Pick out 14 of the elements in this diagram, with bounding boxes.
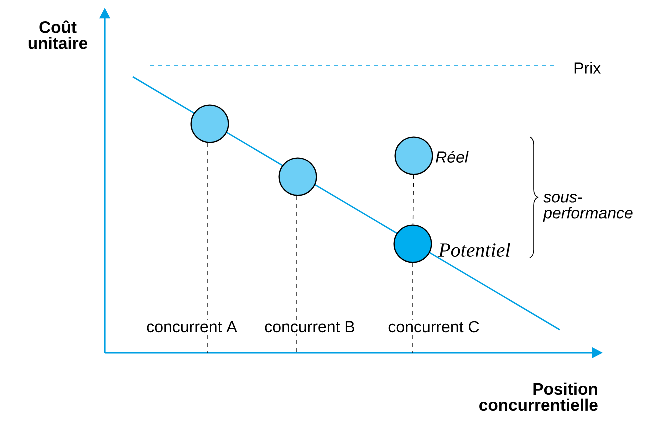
price-label: Prix [574,62,601,74]
point-label: Potentiel [438,242,510,258]
data-point [394,224,432,264]
data-point [278,158,318,196]
competitor-label: concurrent C [382,320,486,334]
point-label: Réel [436,151,469,163]
competitor-label: concurrent B [258,320,362,334]
connector-line [412,174,414,226]
brace-label: sous-performance [543,194,633,222]
axis-label: Coût unitaire [28,20,88,50]
axis-label: Position concurrentielle [480,382,598,412]
data-point [190,104,230,144]
data-point [394,136,434,176]
competitor-label: concurrent A [140,320,244,334]
